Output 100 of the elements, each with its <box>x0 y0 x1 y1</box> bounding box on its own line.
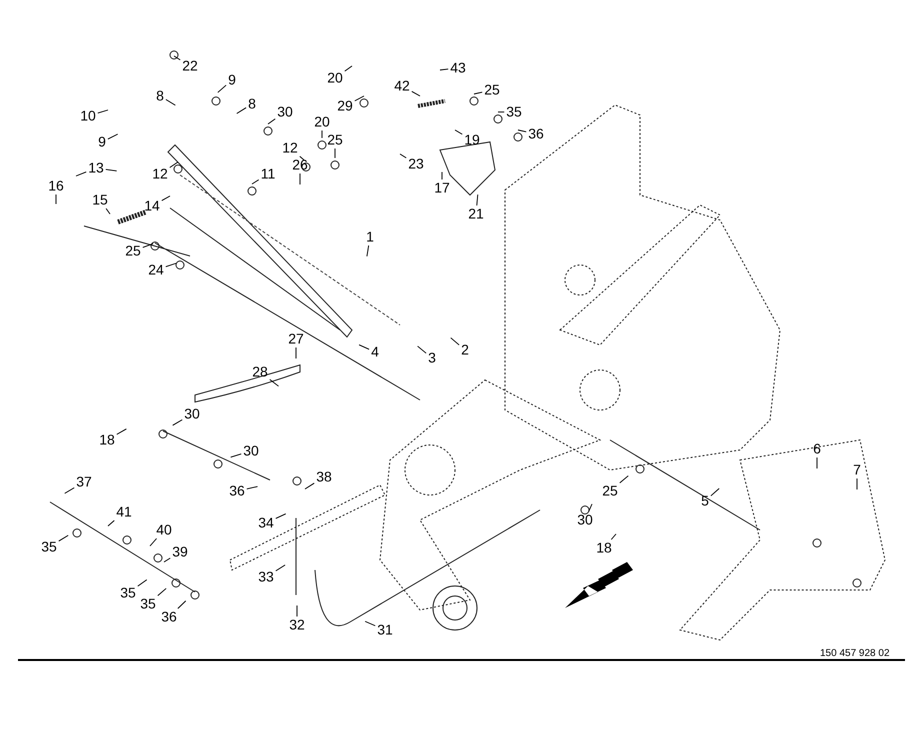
callout-number: 36 <box>527 126 545 142</box>
callout-number: 33 <box>257 570 275 584</box>
leader-line <box>76 171 87 176</box>
callout-number: 28 <box>251 364 269 380</box>
leader-line <box>172 419 183 426</box>
drawing-number: 150 457 928 02 <box>820 648 890 659</box>
leader-line <box>518 130 527 132</box>
leader-line <box>275 513 286 519</box>
leader-line <box>440 68 449 70</box>
callout-number: 30 <box>242 444 260 458</box>
leader-line <box>334 148 336 158</box>
leader-line <box>588 504 592 512</box>
leader-line <box>268 118 276 124</box>
callout-number: 35 <box>139 596 157 612</box>
callout-number: 43 <box>449 60 467 76</box>
callout-number: 30 <box>183 406 201 422</box>
leader-line <box>252 179 260 184</box>
callout-number: 8 <box>247 96 257 112</box>
callout-number: 39 <box>171 544 189 560</box>
leader-line <box>165 99 176 106</box>
callout-number: 16 <box>47 178 65 194</box>
leader-line <box>816 457 818 469</box>
callout-number: 32 <box>288 618 306 632</box>
leader-line <box>106 208 110 214</box>
callout-number: 31 <box>376 622 394 638</box>
callout-number: 11 <box>260 166 276 182</box>
callout-number: 13 <box>87 160 105 176</box>
callout-number: 37 <box>75 474 93 490</box>
leader-line <box>236 107 247 114</box>
callout-number: 19 <box>463 132 481 148</box>
leader-line <box>354 96 364 102</box>
callout-number: 42 <box>393 78 411 94</box>
leader-line <box>856 478 858 490</box>
callout-number: 18 <box>595 540 613 556</box>
callout-number: 40 <box>155 522 173 538</box>
callout-number: 30 <box>276 104 294 120</box>
callout-number: 36 <box>228 484 246 498</box>
leader-line <box>116 428 127 435</box>
callout-number: 10 <box>79 108 97 124</box>
callout-number: 25 <box>326 132 344 148</box>
callout-number: 9 <box>97 134 107 150</box>
callout-number: 9 <box>227 72 237 88</box>
callout-number: 25 <box>483 82 501 98</box>
callout-number: 25 <box>124 244 142 258</box>
callout-number: 2 <box>460 342 470 358</box>
leader-line <box>107 134 118 140</box>
leader-line <box>610 534 616 540</box>
callout-number: 12 <box>151 166 169 182</box>
callout-number: 24 <box>147 262 165 278</box>
callout-number: 6 <box>812 442 822 456</box>
leader-line <box>169 162 178 168</box>
leader-line <box>105 168 118 172</box>
callout-number: 20 <box>326 70 344 86</box>
leader-line <box>476 194 478 206</box>
leader-line <box>164 558 171 562</box>
callout-number: 14 <box>143 198 161 214</box>
leader-line <box>246 486 258 490</box>
leader-line <box>474 92 483 94</box>
callout-number: 17 <box>433 180 451 196</box>
leader-line <box>304 482 315 490</box>
leader-line <box>358 344 370 350</box>
leader-line <box>64 487 75 494</box>
leader-line <box>344 66 352 72</box>
leader-line <box>400 154 407 158</box>
callout-number: 21 <box>467 206 485 222</box>
callout-number: 15 <box>91 192 109 208</box>
callout-number: 36 <box>160 610 178 624</box>
callout-number: 3 <box>427 350 437 366</box>
callout-number: 27 <box>287 332 305 346</box>
leader-line <box>157 588 167 596</box>
callout-number: 7 <box>852 462 862 478</box>
callout-number: 23 <box>407 156 425 172</box>
leader-line <box>58 534 69 542</box>
callout-number: 35 <box>119 586 137 600</box>
callout-number: 20 <box>313 114 331 130</box>
leader-line <box>177 600 186 609</box>
leader-line <box>161 196 170 201</box>
callout-number: 41 <box>115 504 133 520</box>
callout-number: 12 <box>281 140 299 156</box>
callout-number: 30 <box>576 512 594 528</box>
callout-number: 29 <box>336 98 354 114</box>
leader-line <box>275 564 286 572</box>
callout-number: 26 <box>291 158 309 172</box>
callout-number: 5 <box>700 494 710 508</box>
leader-line <box>97 110 108 114</box>
leader-line <box>165 262 177 268</box>
callout-number: 4 <box>370 344 380 360</box>
leader-line <box>269 379 279 387</box>
leader-line <box>619 475 629 484</box>
callout-number: 1 <box>365 230 375 244</box>
callout-number: 18 <box>98 432 116 448</box>
callout-number: 8 <box>155 88 165 104</box>
leader-line <box>174 56 181 60</box>
callout-number: 35 <box>40 540 58 554</box>
leader-line <box>108 520 115 526</box>
leader-line <box>710 488 720 496</box>
leader-line <box>411 91 420 96</box>
leader-line <box>299 156 304 160</box>
leader-line <box>450 337 460 346</box>
callout-number: 38 <box>315 470 333 484</box>
